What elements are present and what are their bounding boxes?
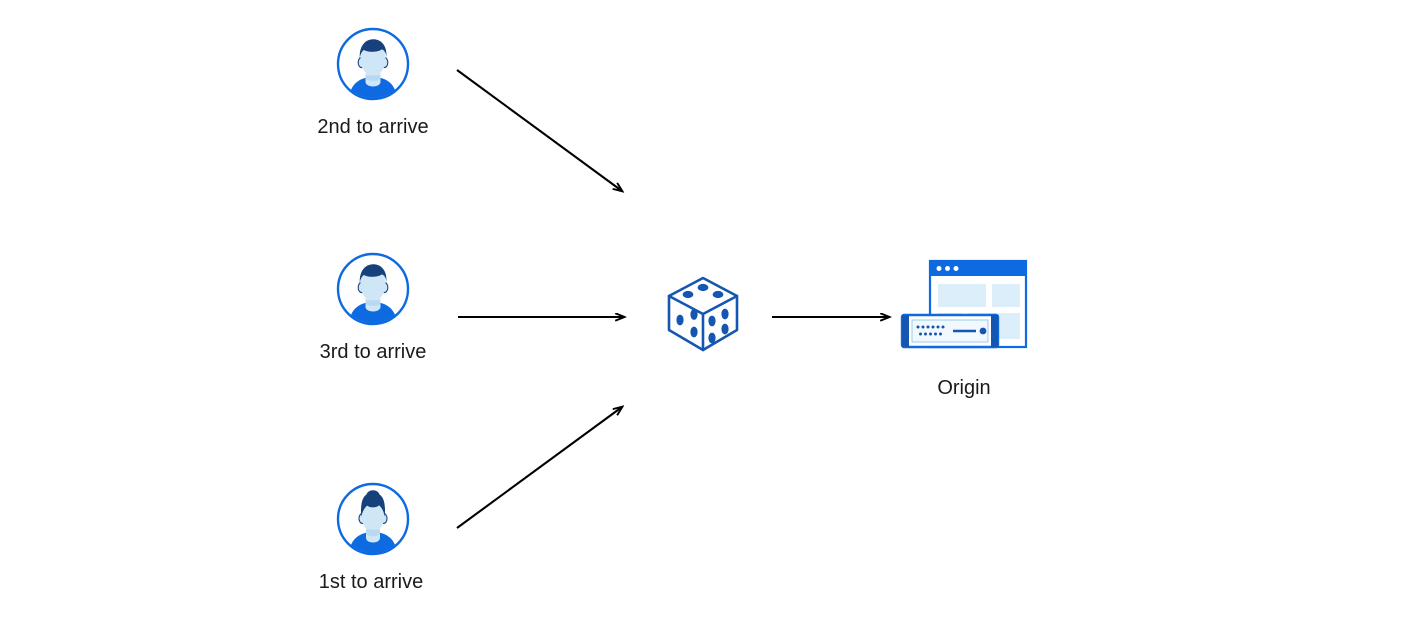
node-origin: Origin [898, 258, 1028, 399]
node-visitor-3rd: 3rd to arrive [320, 252, 426, 363]
node-visitor-1st: 1st to arrive [319, 482, 423, 593]
user-avatar-icon [336, 27, 410, 101]
node-label-visitor-2nd: 2nd to arrive [317, 116, 429, 138]
node-label-visitor-1st: 1st to arrive [318, 571, 424, 593]
node-label-origin: Origin [937, 377, 991, 399]
user-avatar-icon [336, 252, 410, 326]
server-device-icon [900, 313, 1000, 349]
node-visitor-2nd: 2nd to arrive [317, 27, 429, 138]
node-randomizer [661, 272, 745, 356]
connector-1st-to-dice [456, 407, 622, 529]
node-label-visitor-3rd: 3rd to arrive [319, 341, 427, 363]
origin-server-icon [900, 259, 1028, 349]
user-avatar-icon [336, 482, 410, 556]
dice-icon [667, 276, 739, 352]
